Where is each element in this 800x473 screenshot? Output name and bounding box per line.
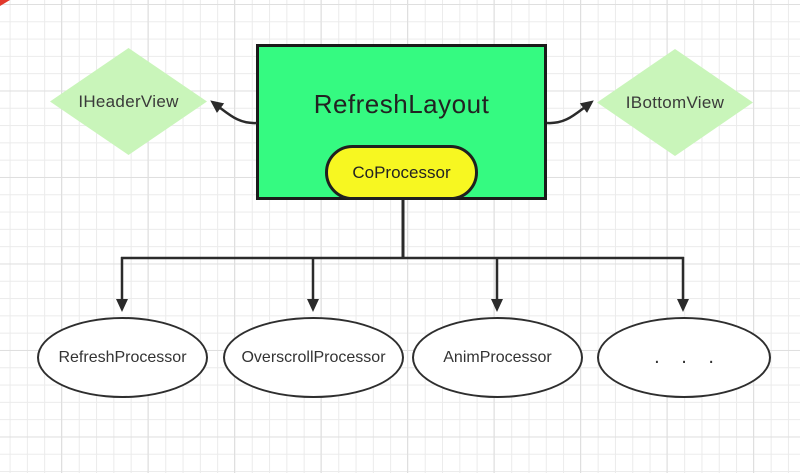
coprocessor-label: CoProcessor xyxy=(352,162,451,182)
node-iheaderview[interactable]: IHeaderView xyxy=(50,48,207,155)
refreshprocessor-label: RefreshProcessor xyxy=(58,348,187,366)
node-overscrollprocessor[interactable]: OverscrollProcessor xyxy=(223,317,404,398)
node-ellipsis-processor[interactable]: . . . xyxy=(597,317,771,398)
node-ibottomview[interactable]: IBottomView xyxy=(597,49,753,156)
node-animprocessor[interactable]: AnimProcessor xyxy=(412,317,583,398)
overscrollprocessor-label: OverscrollProcessor xyxy=(241,348,386,366)
ibottomview-label: IBottomView xyxy=(625,92,725,112)
node-refreshprocessor[interactable]: RefreshProcessor xyxy=(37,317,208,398)
refreshlayout-label: RefreshLayout xyxy=(313,89,490,119)
canvas-corner-mark xyxy=(0,0,10,6)
node-coprocessor[interactable]: CoProcessor xyxy=(325,145,478,200)
iheaderview-label: IHeaderView xyxy=(78,91,179,111)
animprocessor-label: AnimProcessor xyxy=(443,348,552,366)
ellipsis-label: . . . xyxy=(654,346,722,368)
